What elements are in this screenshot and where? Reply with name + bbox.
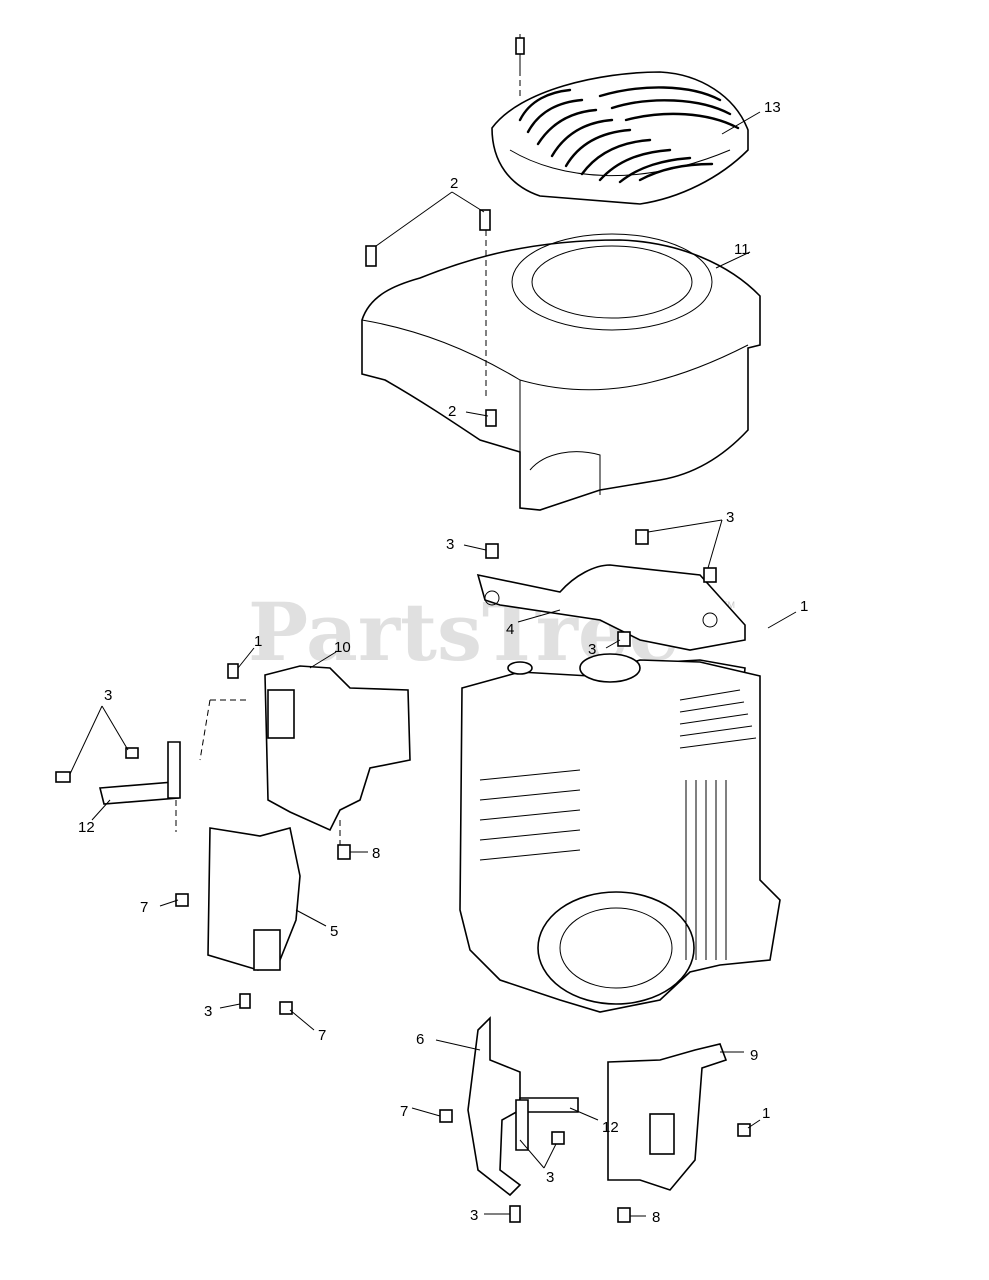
leader-lines [69,70,797,1217]
watermark-tm: TM [722,600,735,610]
callout-7-left: 7 [140,899,148,916]
callout-1-shroud: 1 [254,633,262,650]
part-13-fan-screen [491,34,749,205]
callout-4: 4 [506,621,514,638]
callout-3-lower-shroud: 3 [204,1003,212,1020]
callout-9: 9 [750,1047,758,1064]
callout-5: 5 [330,923,338,940]
callout-8-lower: 8 [652,1209,660,1226]
part-12-right-bracket [515,1097,579,1151]
callout-3-baffle: 3 [546,1169,554,1186]
callout-2-side: 2 [448,403,456,420]
callout-8-upper: 8 [372,845,380,862]
part-10-side-shroud [227,663,411,860]
callout-12-left: 12 [78,819,95,836]
callout-12-right: 12 [602,1119,619,1136]
callout-7-baffle: 7 [400,1103,408,1120]
callout-6: 6 [416,1031,424,1048]
callout-3-bottom: 3 [470,1207,478,1224]
callout-1-baffle: 1 [762,1105,770,1122]
callout-13: 13 [764,99,781,116]
part-9-side-baffle [607,1043,751,1223]
callout-labels: 13 2 11 2 3 3 1 4 3 1 10 3 12 8 7 5 3 7 … [78,99,808,1226]
callout-3-left-plate: 3 [446,536,454,553]
part-11-blower-housing [361,209,761,511]
callout-3-right-plate: 3 [726,509,734,526]
callout-2-top: 2 [450,175,458,192]
part-6-lower-baffle [439,1016,522,1223]
callout-3-bracket: 3 [104,687,112,704]
part-5-lower-shroud [175,827,301,1015]
callout-1-plate: 1 [800,598,808,615]
callout-10: 10 [334,639,351,656]
callout-7-lower-shroud: 7 [318,1027,326,1044]
engine-block [459,653,781,1013]
callout-3-plate-lower: 3 [588,641,596,658]
part-12-left-bracket [55,741,181,805]
callout-11: 11 [734,241,750,258]
